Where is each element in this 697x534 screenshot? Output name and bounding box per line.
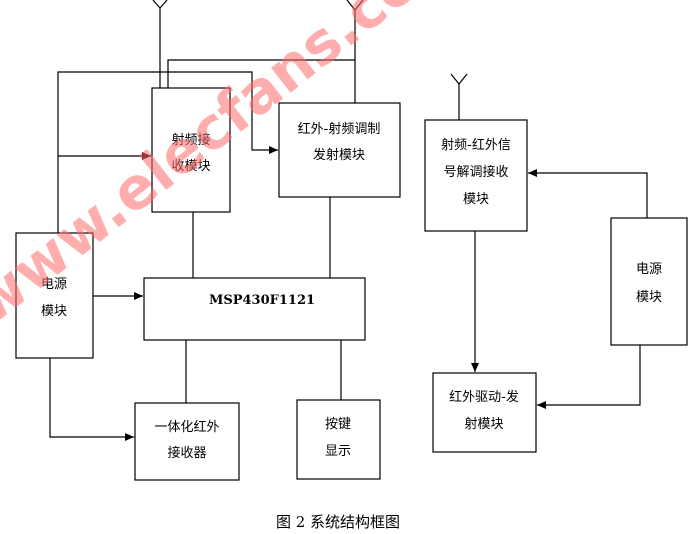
figure-caption: 图 2 系统结构框图 <box>276 513 400 531</box>
antenna-icon <box>346 0 364 11</box>
block-label: 模块 <box>41 304 67 319</box>
block-label: 号解调接收 <box>443 164 508 180</box>
block-label: 电源 <box>41 277 67 292</box>
block-label: 显示 <box>325 444 351 459</box>
block-power-right: 电源 模块 <box>610 217 688 346</box>
connection-lines-right <box>458 84 648 409</box>
block-label: 一体化红外 <box>154 419 219 435</box>
antenna-icon <box>450 73 468 85</box>
block-label: 射频接 <box>171 132 210 148</box>
block-label: 射模块 <box>464 416 503 432</box>
block-label: 模块 <box>463 192 489 207</box>
block-rf-ir-receiver: 射频-红外信 号解调接收 模块 <box>424 119 528 232</box>
block-ir-rf-transmitter: 红外-射频调制 发射模块 <box>278 102 401 198</box>
block-label: 收模块 <box>171 159 210 174</box>
block-label: 发射模块 <box>313 147 365 163</box>
block-keys-display: 按键 显示 <box>296 399 381 480</box>
connection-lines <box>49 8 356 441</box>
block-label: 红外驱动-发 <box>449 389 519 405</box>
block-label: 电源 <box>636 262 662 277</box>
block-rf-receiver: 射频接 收模块 <box>151 87 231 213</box>
block-label: 红外-射频调制 <box>298 121 381 137</box>
block-ir-receiver: 一体化红外 接收器 <box>134 402 240 481</box>
block-label: 按键 <box>325 417 351 432</box>
block-power-left: 电源 模块 <box>15 232 94 359</box>
block-label: MSP430F1121 <box>209 293 315 308</box>
block-label: 接收器 <box>167 445 206 461</box>
block-label: 模块 <box>636 290 662 305</box>
antenna-icon <box>152 0 168 9</box>
block-label: 射频-红外信 <box>441 137 511 153</box>
block-mcu: MSP430F1121 <box>143 277 366 341</box>
block-ir-driver-transmitter: 红外驱动-发 射模块 <box>432 372 537 453</box>
